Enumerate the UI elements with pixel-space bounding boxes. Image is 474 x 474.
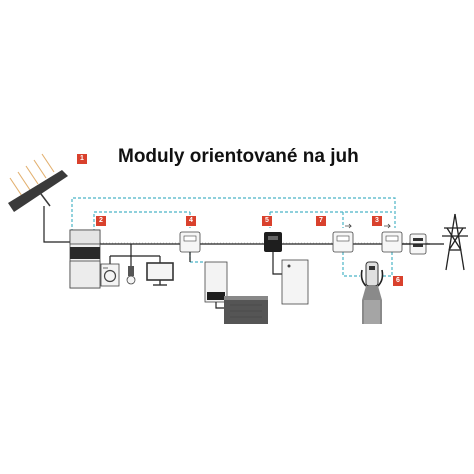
smart-controller-5-icon <box>264 232 282 252</box>
lamp-icon <box>126 266 136 285</box>
washing-machine-icon <box>100 263 120 287</box>
panel-cable <box>43 206 70 243</box>
tv-icon <box>146 262 174 286</box>
marker-2: 2 <box>96 216 106 226</box>
marker-1: 1 <box>77 154 87 164</box>
meter-7-icon <box>332 231 354 253</box>
consumer-branch <box>109 244 161 266</box>
battery-storage-icon <box>69 229 101 289</box>
marker-4: 4 <box>186 216 196 226</box>
marker-5: 5 <box>262 216 272 226</box>
meter-4-icon <box>179 231 201 253</box>
ev-charger-icon <box>360 261 384 324</box>
boiler-icon <box>281 259 309 305</box>
marker-3: 3 <box>372 216 382 226</box>
marker-7: 7 <box>316 216 326 226</box>
meter-3-icon <box>381 231 403 253</box>
flow-arrow-icon <box>345 223 352 229</box>
heat-pump-icon <box>204 261 268 324</box>
marker-6: 6 <box>393 276 403 286</box>
flow-arrow-icon <box>384 223 391 229</box>
power-pylon-icon <box>440 213 468 271</box>
diagram-title: Moduly orientované na juh <box>118 146 359 167</box>
solar-panel-icon <box>8 153 68 212</box>
